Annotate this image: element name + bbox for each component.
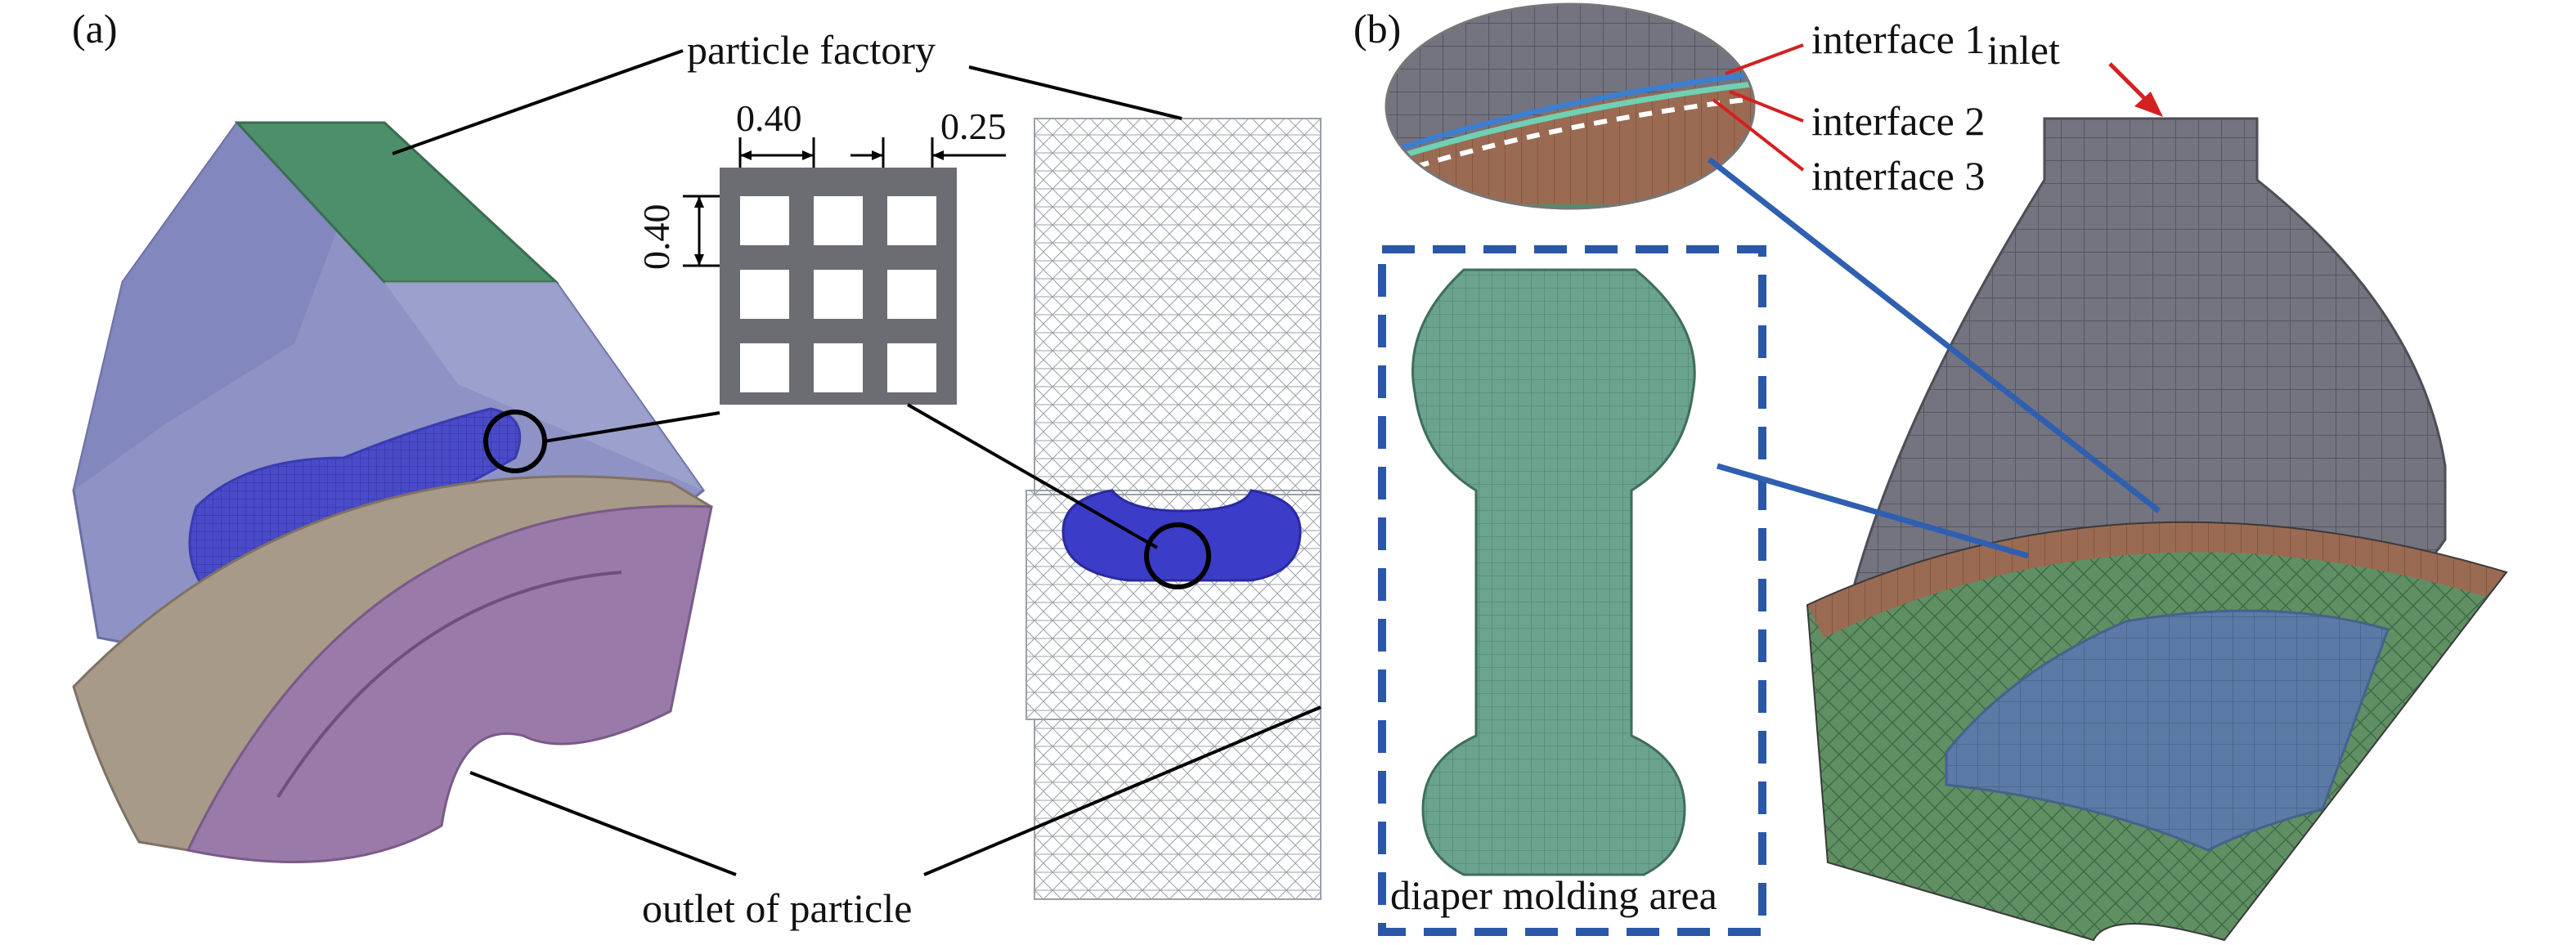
interface-zoom [1386, 4, 1754, 208]
device-3d-model [72, 121, 713, 864]
leader-lines-b [1707, 157, 2161, 559]
leader-grid-to-mesh [907, 403, 1158, 549]
dim-label-gap: 0.25 [940, 105, 1007, 147]
grid-hole [740, 196, 789, 245]
dim-label-width: 0.40 [736, 97, 802, 139]
grid-hole [740, 270, 789, 319]
leader-interface-1 [1725, 43, 1804, 75]
dim-label-height: 0.40 [635, 204, 677, 271]
molding-shape [1411, 268, 1696, 876]
grid-hole [887, 343, 936, 392]
label-interface-3: interface 3 [1811, 153, 1985, 199]
fan-blue-core [1945, 609, 2390, 852]
grid-hole [740, 343, 789, 392]
interface-1-line [1389, 71, 1754, 154]
leader-lines-a [392, 49, 1322, 876]
grid-hole [887, 196, 936, 245]
fan-mesh [1807, 522, 2506, 940]
dim-line-gap [850, 137, 1006, 168]
zoom-ellipse-border [1384, 2, 1756, 210]
grid-hole [814, 270, 863, 319]
leader-factory-left [392, 49, 684, 155]
outlet-face [186, 504, 713, 864]
label-particle-factory: particle factory [687, 27, 936, 73]
mesh-particle-region [1061, 489, 1302, 582]
label-interface-1: interface 1 [1811, 16, 1985, 62]
grid-hole [814, 196, 863, 245]
leader-interface-2 [1729, 90, 1804, 123]
interface-leaders [1712, 43, 1805, 172]
outlet-recess [276, 571, 622, 799]
leader-zoom-to-mesh [1707, 157, 2161, 513]
panel-b-tag: (b) [1353, 6, 1401, 52]
grid-hole [887, 270, 936, 319]
mesh-section [1025, 118, 1322, 900]
leader-grid-to-model [543, 411, 720, 443]
label-outlet-of-particle: outlet of particle [642, 885, 912, 931]
zoom-brown-layer [1386, 82, 1754, 208]
leader-factory-right [968, 65, 1183, 120]
fan-brown-ring [1807, 522, 2506, 638]
leader-outlet-mesh [923, 705, 1322, 876]
dim-line-height [683, 195, 720, 267]
molding-area-frame [1378, 245, 1766, 936]
interface-2-band [1389, 80, 1754, 163]
fan-outline [1806, 521, 2508, 942]
grid-hole [814, 343, 863, 392]
leader-interface-3 [1712, 98, 1805, 172]
interface-3-line [1393, 96, 1754, 176]
factory-grid: 0.40 0.25 0.40 [635, 97, 1007, 405]
label-interface-2: interface 2 [1811, 98, 1985, 144]
label-inlet: inlet [1987, 27, 2060, 73]
zoom-circle-mesh [1144, 522, 1211, 589]
mesh-upper-block [1034, 118, 1322, 495]
dim-line-width [738, 137, 815, 168]
grid-holes [740, 196, 936, 392]
panel-a-tag: (a) [72, 6, 118, 52]
inlet-arrow-head [2134, 92, 2163, 117]
label-diaper-molding-area: diaper molding area [1390, 872, 1717, 918]
housing-front-face [74, 123, 343, 490]
leader-outlet-model [469, 771, 737, 876]
leader-mold-to-mesh [1717, 463, 2029, 559]
housing-top-slope [384, 282, 703, 490]
